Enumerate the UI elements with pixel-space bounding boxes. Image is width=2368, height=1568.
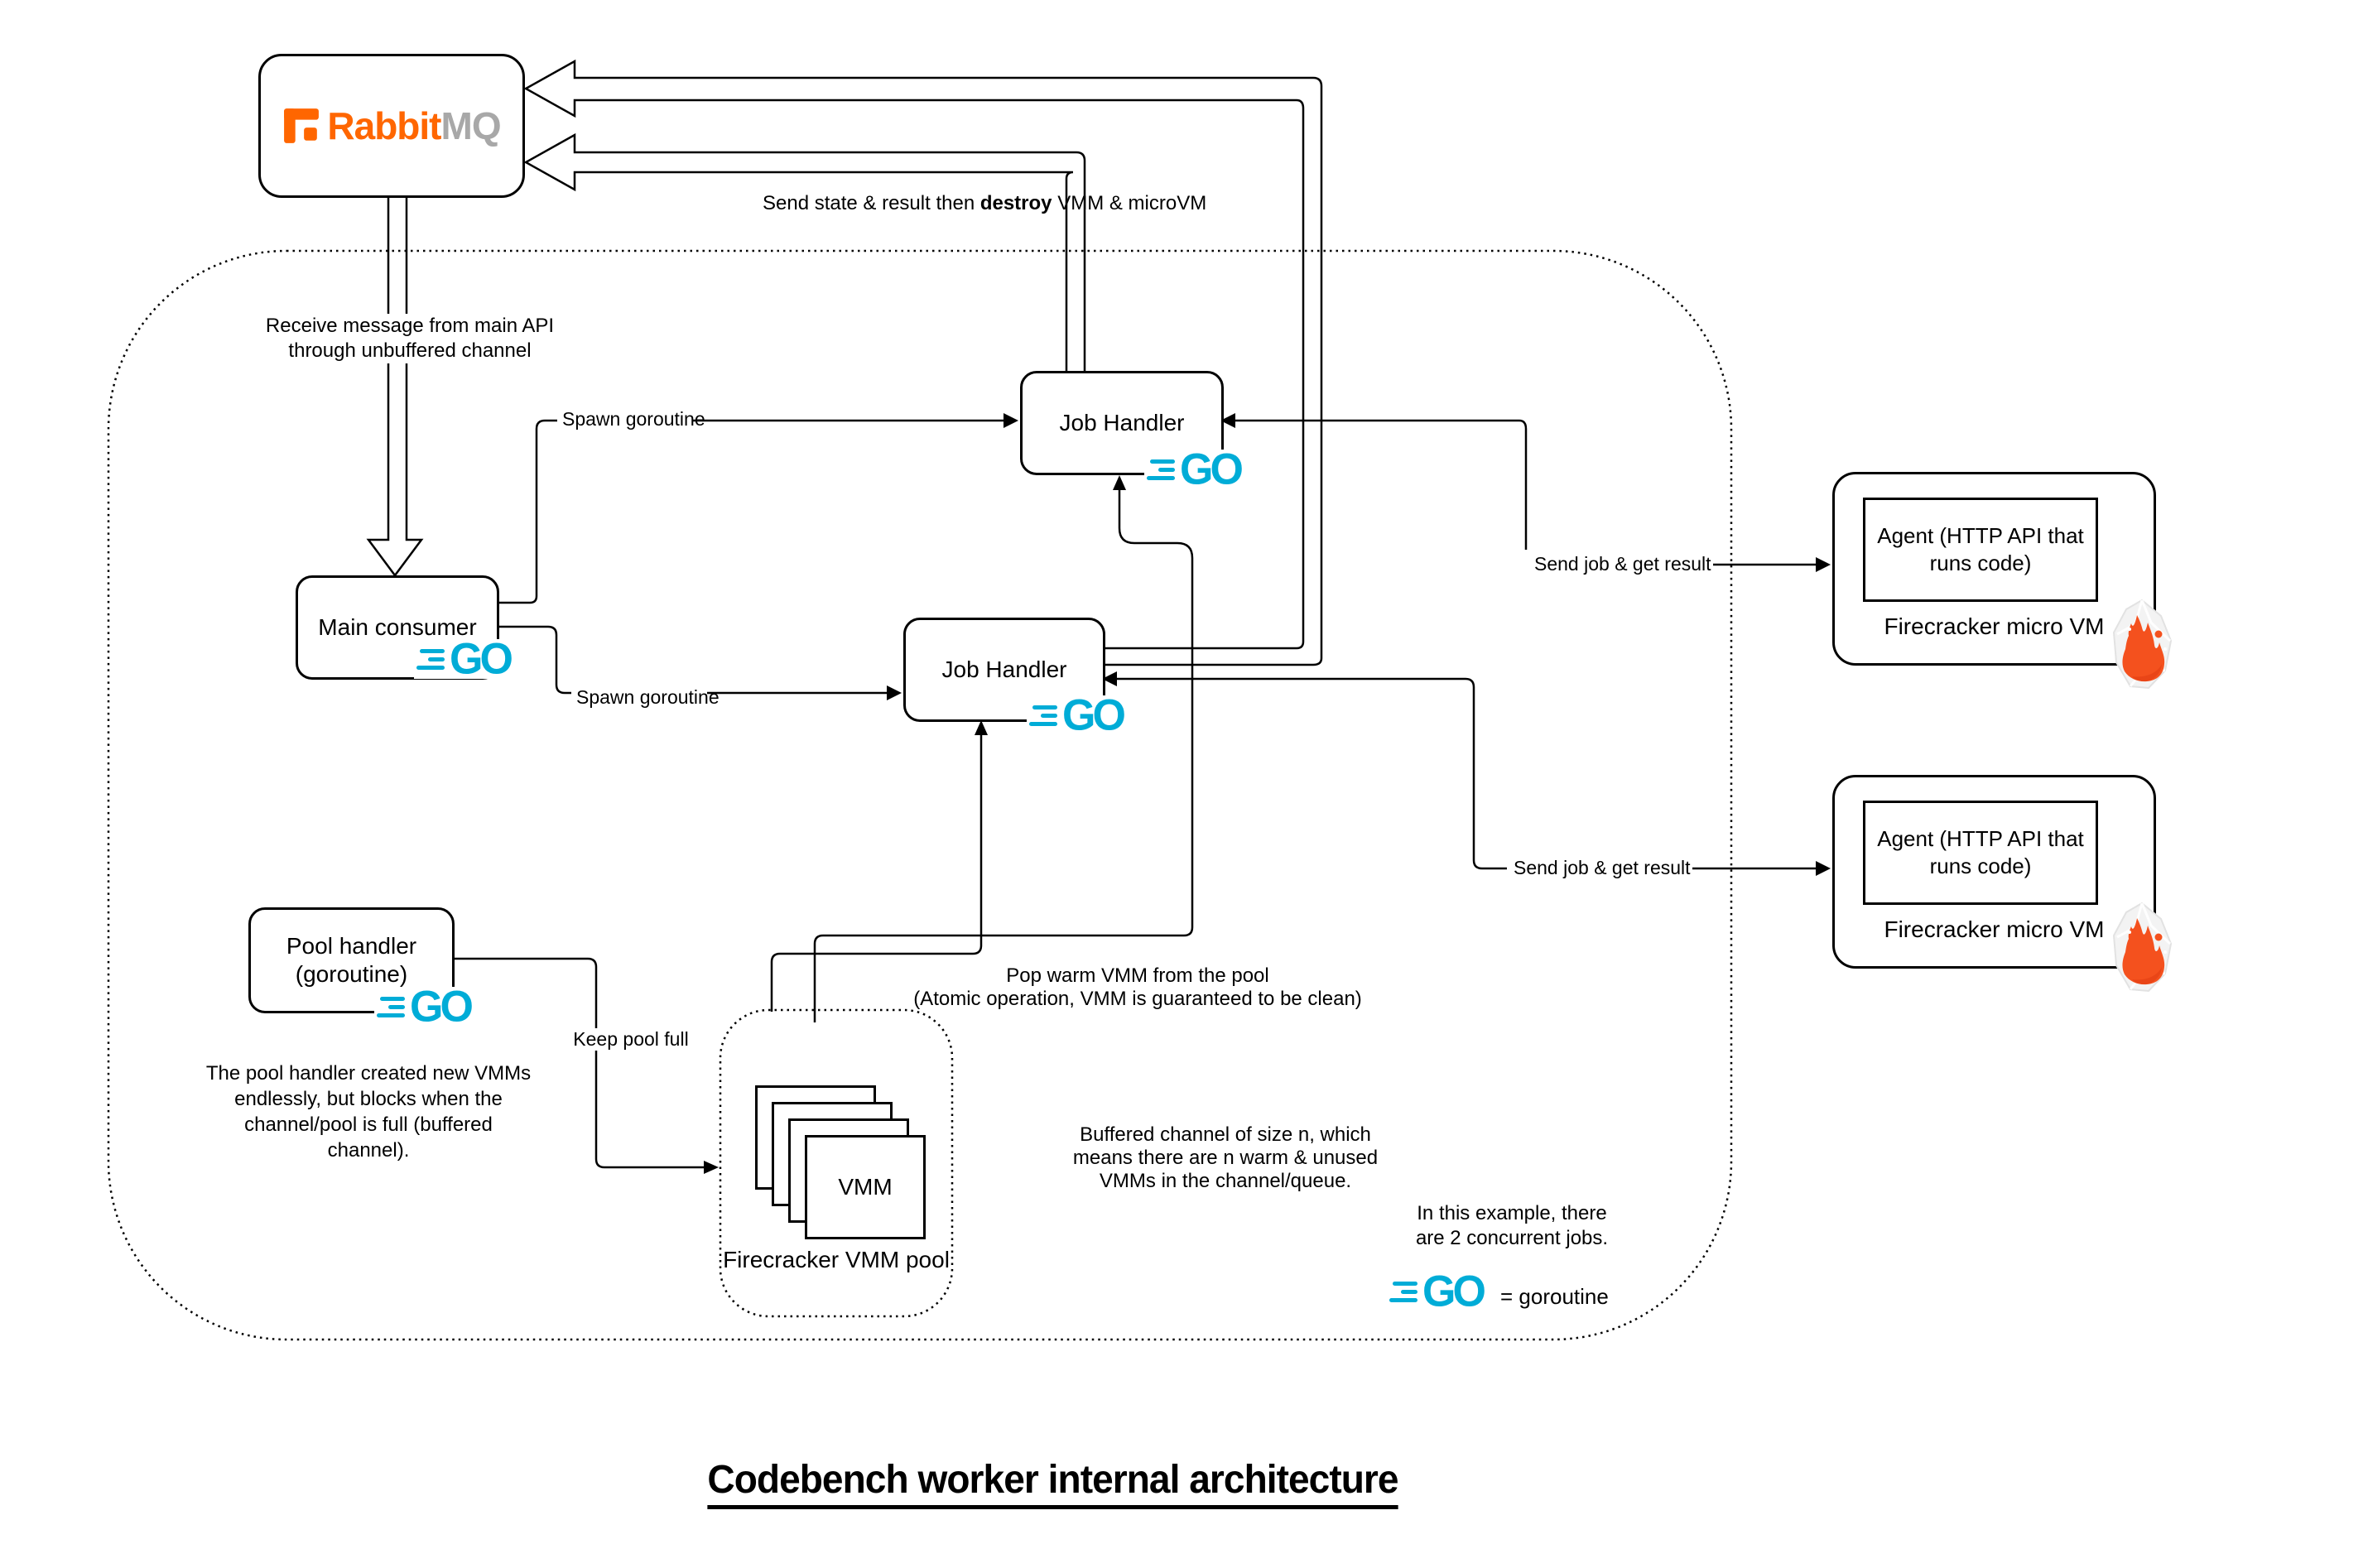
buffered-channel-note: Buffered channel of size n, which means … xyxy=(1072,1123,1379,1192)
rabbitmq-logo: RabbitMQ xyxy=(282,103,502,148)
rabbitmq-node: RabbitMQ xyxy=(258,54,525,198)
job-handler-top-node: Job Handler xyxy=(1020,371,1224,475)
agent-1-caption: Firecracker micro VM xyxy=(1884,613,2105,639)
receive-message-label: Receive message from main API through un… xyxy=(255,314,565,363)
agent-2-api-box: Agent (HTTP API that runs code) xyxy=(1863,801,2098,905)
go-wordmark: GO xyxy=(1180,445,1244,494)
pool-handler-label-line1: Pool handler xyxy=(286,933,417,959)
edge-keep-pool-full xyxy=(451,957,704,1169)
main-consumer-label: Main consumer xyxy=(318,614,477,640)
go-speed-lines-icon xyxy=(1389,1281,1417,1302)
vmm-card-front: VMM xyxy=(805,1135,926,1239)
agent-node-2: Agent (HTTP API that runs code) Firecrac… xyxy=(1832,775,2156,969)
edge-send-job-mid-a xyxy=(1117,677,1507,870)
arrowhead xyxy=(887,685,902,700)
agent-1-api-box: Agent (HTTP API that runs code) xyxy=(1863,498,2098,602)
arrowhead xyxy=(1816,861,1831,876)
go-speed-lines-icon xyxy=(416,648,445,670)
go-wordmark: GO xyxy=(410,982,474,1032)
go-speed-lines-icon xyxy=(1147,459,1175,480)
job-handler-top-label: Job Handler xyxy=(1059,410,1185,435)
edge-spawn-goroutine-mid xyxy=(494,625,887,695)
worker-container-outline xyxy=(107,249,1733,1341)
arrowhead xyxy=(1102,671,1117,686)
send-state-label: Send state & result then destroy VMM & m… xyxy=(763,192,1207,214)
pool-handler-node: Pool handler (goroutine) xyxy=(248,907,455,1013)
send-job-top-label: Send job & get result xyxy=(1529,553,1713,575)
arrow-send-state-from-jobhandler-mid xyxy=(523,59,1323,666)
arrow-send-state-from-jobhandler-top xyxy=(523,132,1086,371)
send-job-mid-label: Send job & get result xyxy=(1509,857,1692,879)
agent-2-label-line1: Agent (HTTP API that xyxy=(1877,826,2084,851)
legend-goroutine-label: = goroutine xyxy=(1500,1284,1609,1309)
go-logo: GO xyxy=(414,634,513,684)
pop-warm-vmm-label: Pop warm VMM from the pool (Atomic opera… xyxy=(913,964,1362,1010)
rabbitmq-icon xyxy=(284,108,320,143)
go-wordmark: GO xyxy=(450,634,513,684)
pool-handler-description: The pool handler created new VMMs endles… xyxy=(205,1062,532,1162)
firecracker-icon xyxy=(2112,902,2173,993)
arrowhead xyxy=(1220,413,1235,428)
job-handler-mid-label: Job Handler xyxy=(941,657,1067,682)
vmm-pool-caption: Firecracker VMM pool xyxy=(723,1247,950,1272)
arrowhead xyxy=(1113,475,1126,490)
go-logo: GO xyxy=(1144,445,1244,494)
edge-send-job-top-a xyxy=(1235,419,1528,550)
vmm-label: VMM xyxy=(838,1174,893,1200)
arrowhead xyxy=(975,720,988,735)
edge-spawn-goroutine-top xyxy=(494,419,1004,604)
diagram-title: Codebench worker internal architecture xyxy=(659,1457,1446,1509)
go-wordmark: GO xyxy=(1062,690,1126,740)
keep-pool-full-label: Keep pool full xyxy=(565,1028,697,1051)
arrowhead xyxy=(1816,557,1831,572)
agent-node-1: Agent (HTTP API that runs code) Firecrac… xyxy=(1832,472,2156,666)
go-speed-lines-icon xyxy=(1029,705,1057,726)
go-logo-legend: GO xyxy=(1387,1267,1486,1316)
agent-2-caption: Firecracker micro VM xyxy=(1884,916,2105,942)
agent-2-label-line2: runs code) xyxy=(1929,854,2032,878)
pool-handler-label-line2: (goroutine) xyxy=(295,961,408,987)
arrow-receive-message xyxy=(366,193,424,578)
spawn-goroutine-top-label: Spawn goroutine xyxy=(557,408,705,430)
rabbitmq-word-mq: MQ xyxy=(440,104,502,147)
go-speed-lines-icon xyxy=(377,996,405,1017)
go-wordmark: GO xyxy=(1422,1267,1486,1316)
go-logo: GO xyxy=(374,982,474,1032)
agent-1-label-line1: Agent (HTTP API that xyxy=(1877,523,2084,548)
job-handler-mid-node: Job Handler xyxy=(903,618,1105,722)
example-note: In this example, there are 2 concurrent … xyxy=(1415,1202,1609,1249)
firecracker-icon xyxy=(2112,599,2173,690)
go-logo: GO xyxy=(1027,690,1126,740)
arrowhead xyxy=(1004,413,1018,428)
edge-pop-vmm-mid xyxy=(770,735,983,1012)
edge-pop-vmm-top xyxy=(813,490,1194,1022)
agent-1-label-line2: runs code) xyxy=(1929,551,2032,575)
spawn-goroutine-mid-label: Spawn goroutine xyxy=(571,686,720,709)
rabbitmq-word-rabbit: Rabbit xyxy=(327,104,441,147)
arrowhead xyxy=(704,1161,719,1174)
